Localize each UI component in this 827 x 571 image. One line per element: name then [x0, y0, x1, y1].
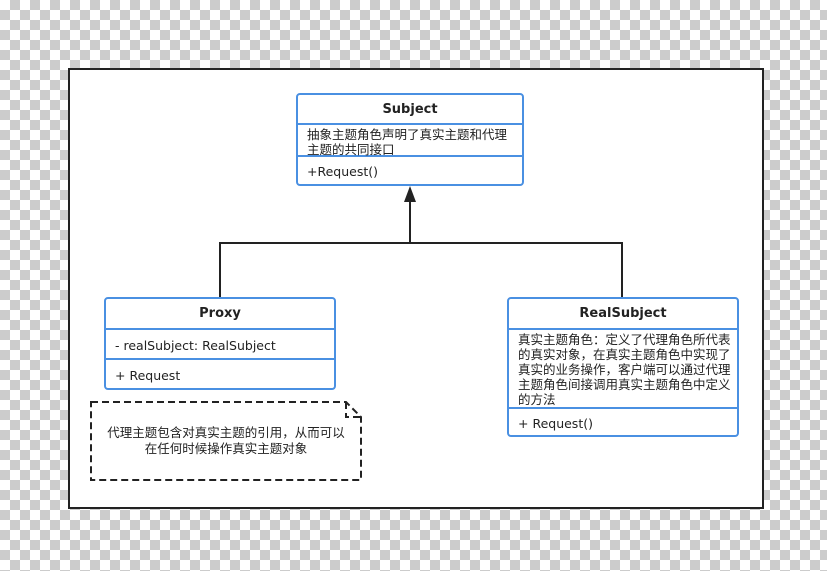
- connector-realsubject: [410, 242, 623, 299]
- note-shape: [90, 401, 362, 481]
- diagram-canvas: Subject 抽象主题角色声明了真实主题和代理主题的共同接口 +Request…: [68, 68, 764, 509]
- class-subject-name: Subject: [298, 95, 522, 125]
- class-subject[interactable]: Subject 抽象主题角色声明了真实主题和代理主题的共同接口 +Request…: [296, 93, 524, 186]
- note-box[interactable]: 代理主题包含对真实主题的引用，从而可以在任何时候操作真实主题对象: [90, 401, 362, 481]
- class-proxy-method: + Request: [115, 367, 181, 383]
- class-subject-method: +Request(): [307, 164, 379, 179]
- class-proxy-name: Proxy: [106, 299, 334, 330]
- connector-proxy: [219, 242, 410, 299]
- class-realsubject[interactable]: RealSubject 真实主题角色：定义了代理角色所代表的真实对象，在真实主题…: [507, 297, 739, 437]
- class-proxy-attribute: - realSubject: RealSubject: [106, 330, 334, 360]
- class-proxy[interactable]: Proxy - realSubject: RealSubject + Reque…: [104, 297, 336, 390]
- class-realsubject-name: RealSubject: [509, 299, 737, 330]
- inheritance-arrowhead: [404, 186, 416, 202]
- note-text: 代理主题包含对真实主题的引用，从而可以在任何时候操作真实主题对象: [107, 425, 345, 456]
- class-realsubject-description: 真实主题角色：定义了代理角色所代表的真实对象，在真实主题角色中实现了真实的业务操…: [509, 330, 737, 409]
- class-realsubject-method: + Request(): [518, 415, 593, 431]
- class-subject-description: 抽象主题角色声明了真实主题和代理主题的共同接口: [298, 125, 522, 157]
- inheritance-connectors: [219, 186, 623, 299]
